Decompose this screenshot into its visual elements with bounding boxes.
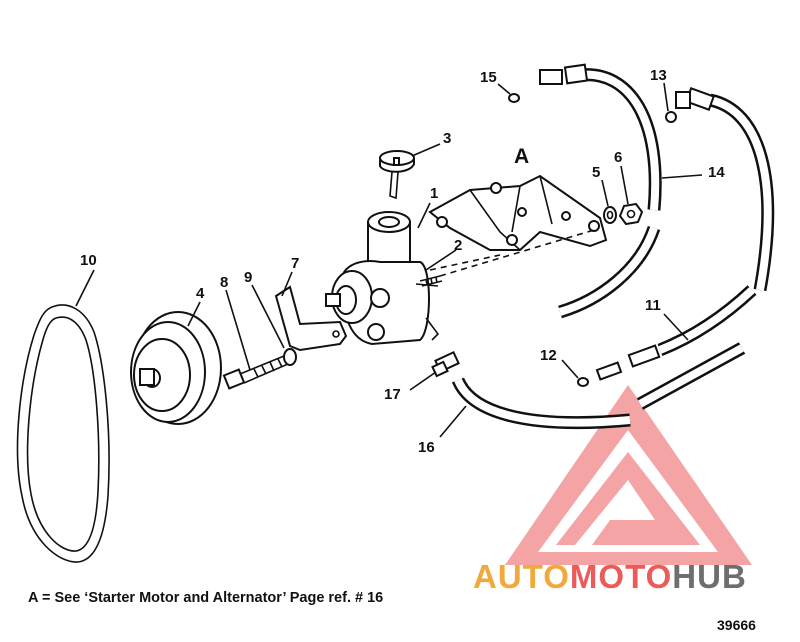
watermark-hub: HUB [672, 558, 747, 595]
leader-lines [75, 82, 703, 438]
callout-2: 2 [454, 237, 462, 254]
callout-17: 17 [384, 386, 401, 403]
nut-6 [618, 202, 644, 226]
callout-13: 13 [650, 67, 667, 84]
o-ring-13 [665, 111, 677, 123]
washer-5 [603, 206, 617, 224]
figure-number: 39666 [717, 617, 756, 633]
callout-6: 6 [614, 149, 622, 166]
return-hose [595, 285, 757, 381]
callout-16: 16 [418, 439, 435, 456]
watermark-text: AUTOMOTOHUB [473, 558, 747, 596]
callout-14: 14 [708, 164, 725, 181]
hose-fitting [431, 351, 460, 378]
callout-11: 11 [645, 297, 661, 314]
watermark-logo [505, 385, 752, 565]
power-steering-pump [325, 211, 440, 346]
callout-15: 15 [480, 69, 497, 86]
washer [283, 348, 297, 366]
watermark-moto: MOTO [569, 558, 673, 595]
callout-8: 8 [220, 274, 228, 291]
stud [419, 275, 443, 287]
pulley [130, 311, 222, 425]
alternator-bracket [428, 174, 608, 251]
callout-10: 10 [80, 252, 97, 269]
callout-4: 4 [196, 285, 205, 302]
o-ring-12 [577, 377, 589, 387]
reservoir-cap [379, 150, 415, 200]
callout-7: 7 [291, 255, 299, 272]
drive-belt [16, 304, 110, 563]
reference-note: A = See ‘Starter Motor and Alternator’ P… [28, 590, 384, 606]
o-ring-15 [508, 93, 520, 103]
watermark-auto: AUTO [473, 558, 570, 595]
callout-1: 1 [430, 185, 438, 202]
callout-3: 3 [443, 130, 451, 147]
bolt [222, 355, 289, 390]
callout-12: 12 [540, 347, 557, 364]
cooler-hose [451, 342, 746, 430]
callout-5: 5 [592, 164, 600, 181]
callout-9: 9 [244, 269, 252, 286]
callout-A: A [514, 145, 529, 168]
mounting-bracket [274, 285, 348, 352]
pressure-hose [539, 63, 775, 319]
